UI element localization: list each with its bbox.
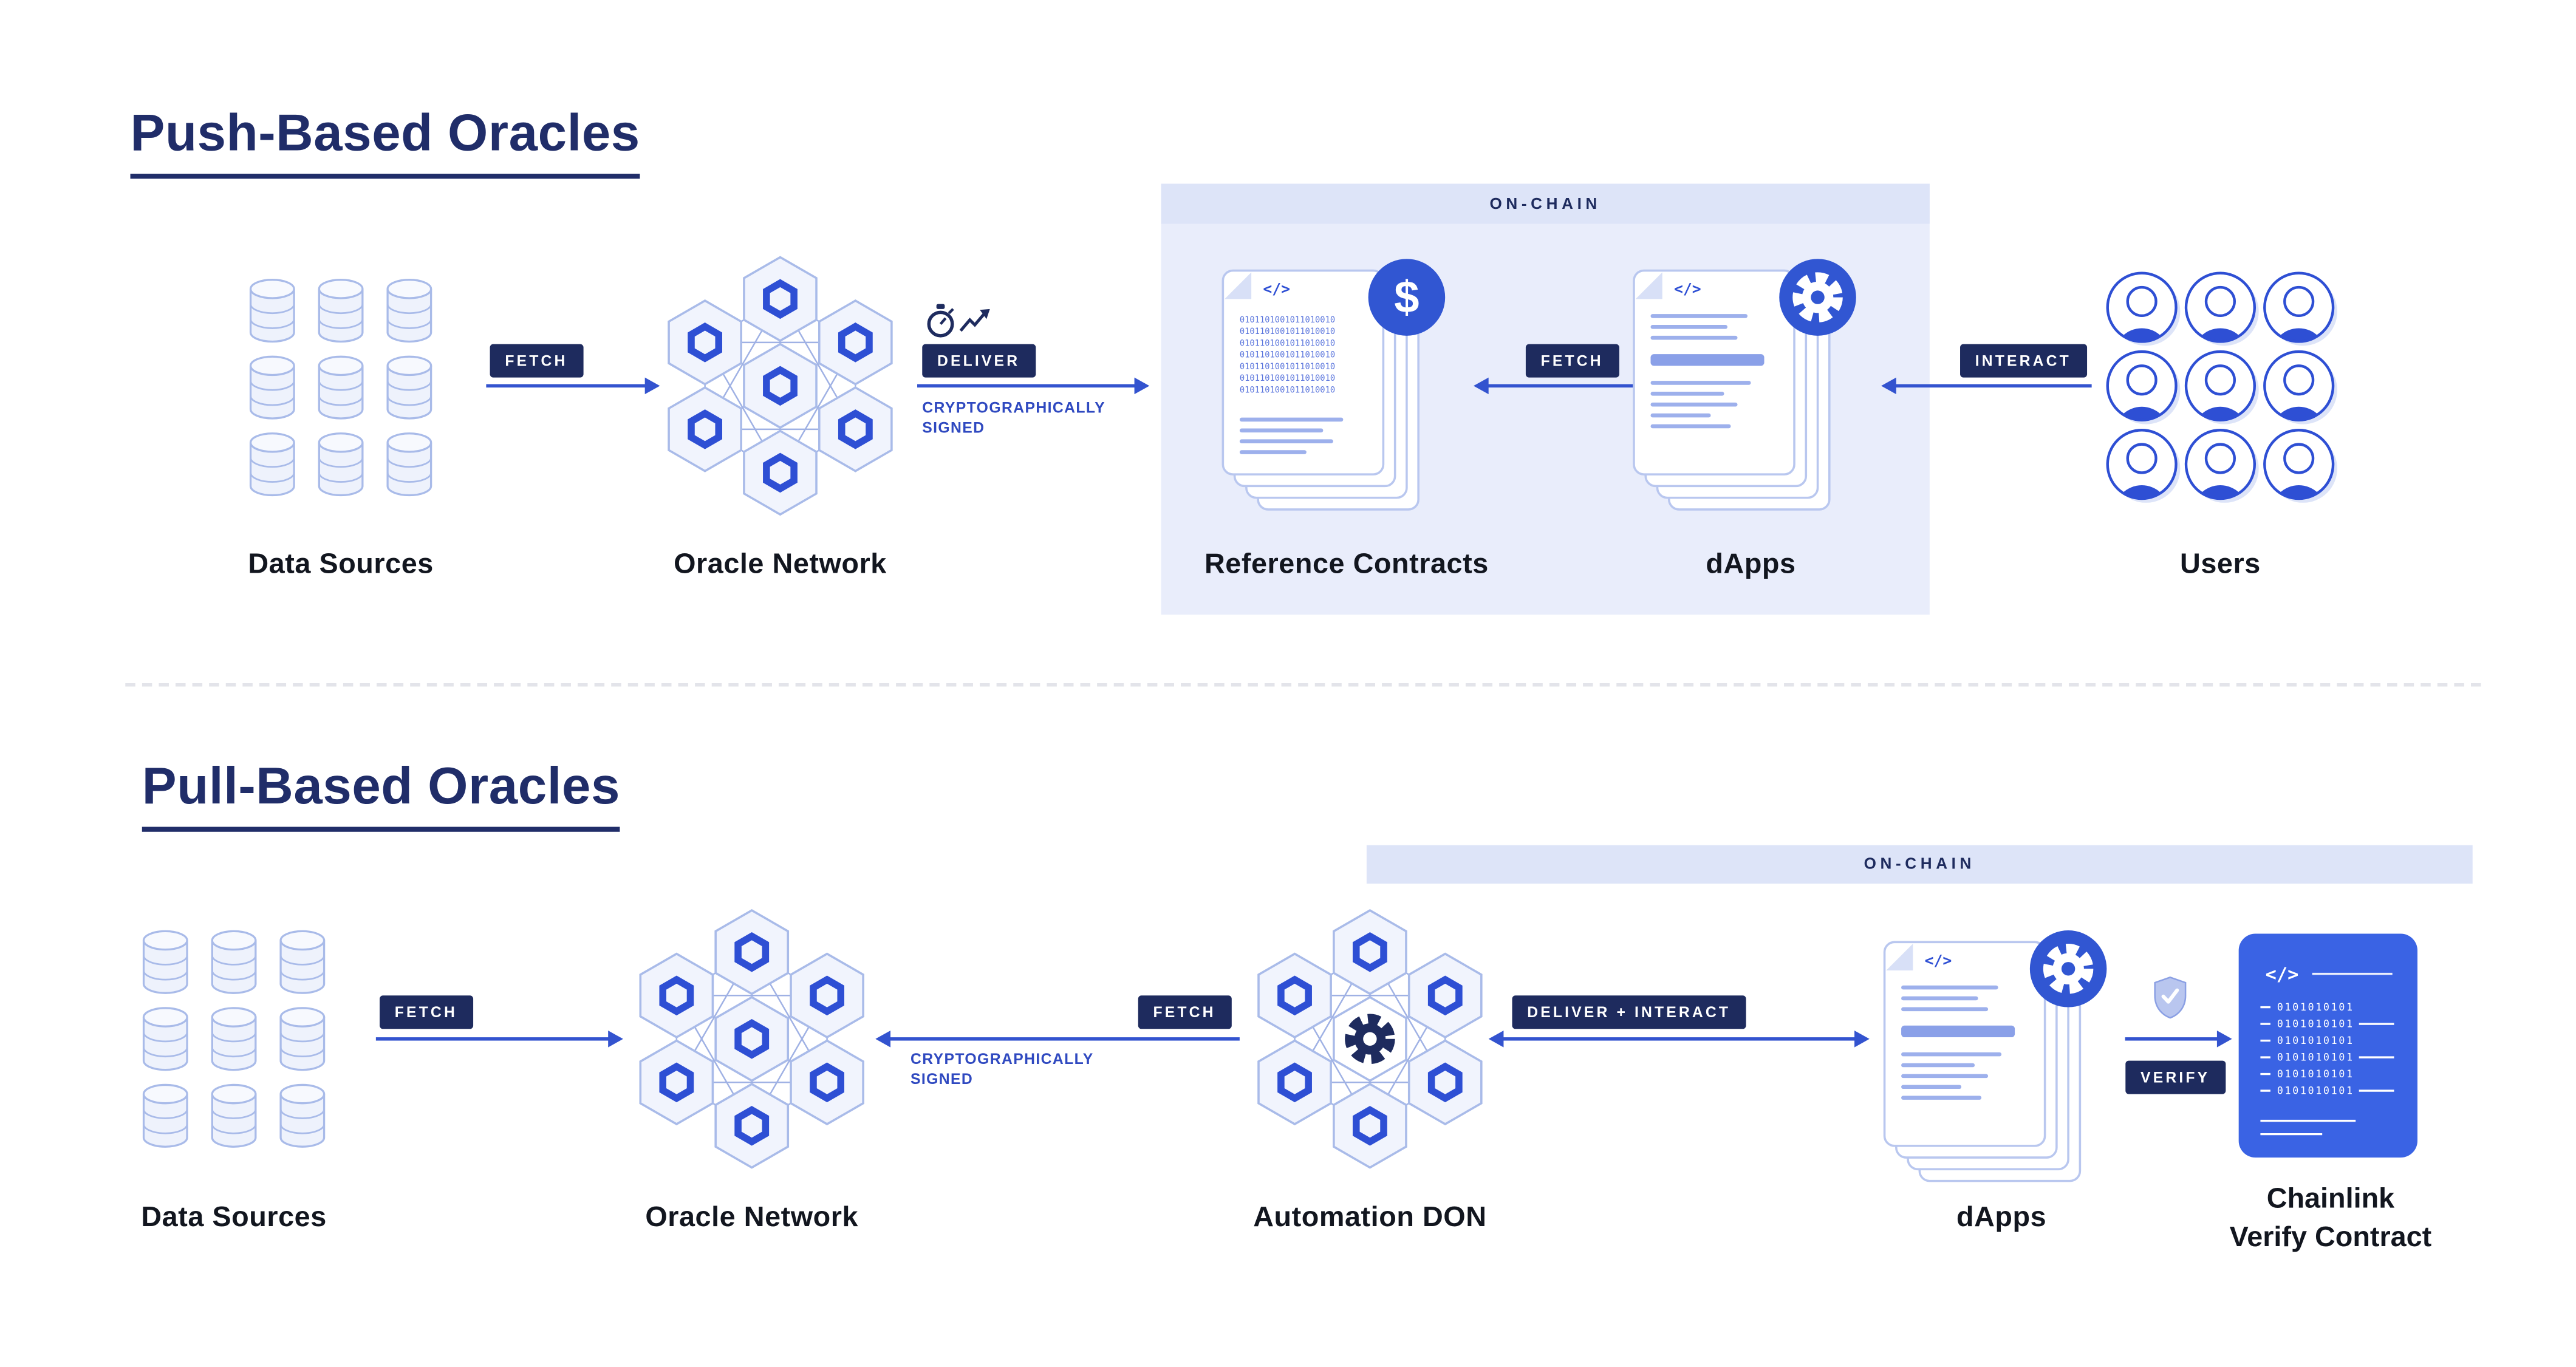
verify-badge: VERIFY [2125, 1060, 2225, 1094]
pull-title-text: Pull-Based Oracles [142, 756, 620, 832]
automation-don-label: Automation DON [1253, 1201, 1487, 1233]
svg-text:0101101001011010010: 0101101001011010010 [1240, 315, 1335, 325]
data-sources-icon-grid [247, 278, 434, 505]
interact-badge: INTERACT [1960, 344, 2086, 378]
fetch-arrow-don [875, 1029, 1240, 1047]
onchain-band-label: ON-CHAIN [1366, 845, 2473, 884]
users-icon-grid [2103, 269, 2337, 503]
fetch-badge-don: FETCH [1138, 995, 1231, 1029]
interact-arrow [1881, 377, 2092, 394]
verify-arrow [2125, 1029, 2232, 1047]
svg-text:</>: </> [2266, 964, 2299, 986]
data-sources-icon-grid-pull [140, 929, 327, 1156]
fetch-badge-pull: FETCH [380, 995, 473, 1029]
deliver-interact-badge: DELIVER + INTERACT [1512, 995, 1746, 1029]
fetch-arrow [486, 377, 660, 394]
oracle-network-label: Oracle Network [674, 548, 887, 580]
svg-text:</>: </> [1674, 280, 1701, 298]
svg-text:</>: </> [1263, 280, 1290, 298]
pull-title: Pull-Based Oracles [142, 756, 620, 832]
svg-text:0101010101: 0101010101 [2277, 1068, 2354, 1080]
oracle-network-icon [646, 252, 914, 519]
svg-text:0101010101: 0101010101 [2277, 1018, 2354, 1030]
chainlink-verify-contract-box: </> 0101010101 0101010101 0101010101 0101010… [2238, 933, 2417, 1158]
crypto-signed-note-pull: CRYPTOGRAPHICALLY SIGNED [910, 1051, 1094, 1088]
svg-text:</>: </> [1925, 952, 1952, 969]
svg-text:0101010101: 0101010101 [2277, 1052, 2354, 1063]
verify-contract-label: Chainlink Verify Contract [2164, 1181, 2498, 1258]
dapps-label-pull: dApps [1956, 1201, 2047, 1233]
svg-text:0101010101: 0101010101 [2277, 1085, 2354, 1097]
shield-check-icon [2152, 975, 2189, 1019]
verify-contract-label-line2: Verify Contract [2229, 1221, 2432, 1253]
deliver-interact-arrow [1488, 1029, 1870, 1047]
dapps-icon: </> [1617, 244, 1876, 528]
section-divider [125, 683, 2481, 687]
data-sources-label-pull: Data Sources [141, 1201, 327, 1233]
svg-text:0101101001011010010: 0101101001011010010 [1240, 327, 1335, 336]
reference-contracts-label: Reference Contracts [1204, 548, 1489, 580]
svg-text:$: $ [1394, 271, 1419, 322]
svg-text:0101010101: 0101010101 [2277, 1001, 2354, 1013]
onchain-strip-label: ON-CHAIN [1161, 183, 1930, 224]
stopwatch-trend-icon [924, 302, 991, 339]
crypto-signed-note: CRYPTOGRAPHICALLY SIGNED [922, 399, 1105, 437]
fetch-arrow-pull [375, 1029, 623, 1047]
users-label: Users [2180, 548, 2261, 580]
fetch-badge: FETCH [490, 344, 583, 378]
oracle-network-icon-pull [618, 905, 886, 1173]
push-title-text: Push-Based Oracles [130, 103, 640, 179]
svg-text:0101101001011010010: 0101101001011010010 [1240, 338, 1335, 348]
svg-text:0101101001011010010: 0101101001011010010 [1240, 385, 1335, 395]
verify-contract-label-line1: Chainlink [2266, 1182, 2395, 1215]
dapps-label: dApps [1706, 548, 1796, 580]
deliver-arrow [917, 377, 1150, 394]
oracle-network-label-pull: Oracle Network [645, 1201, 859, 1233]
dapps-icon-pull: </> [1868, 915, 2127, 1199]
verify-contract-code-icon: </> 0101010101 0101010101 0101010101 0101010… [2239, 934, 2417, 1158]
svg-text:0101101001011010010: 0101101001011010010 [1240, 362, 1335, 372]
svg-text:0101101001011010010: 0101101001011010010 [1240, 350, 1335, 360]
data-sources-label: Data Sources [248, 548, 434, 580]
fetch-badge-onchain: FETCH [1525, 344, 1619, 378]
fetch-arrow-onchain [1473, 377, 1671, 394]
push-title: Push-Based Oracles [130, 103, 640, 179]
svg-text:0101010101: 0101010101 [2277, 1035, 2354, 1046]
automation-don-icon [1236, 905, 1503, 1173]
svg-text:0101101001011010010: 0101101001011010010 [1240, 373, 1335, 383]
deliver-badge: DELIVER [922, 344, 1035, 378]
